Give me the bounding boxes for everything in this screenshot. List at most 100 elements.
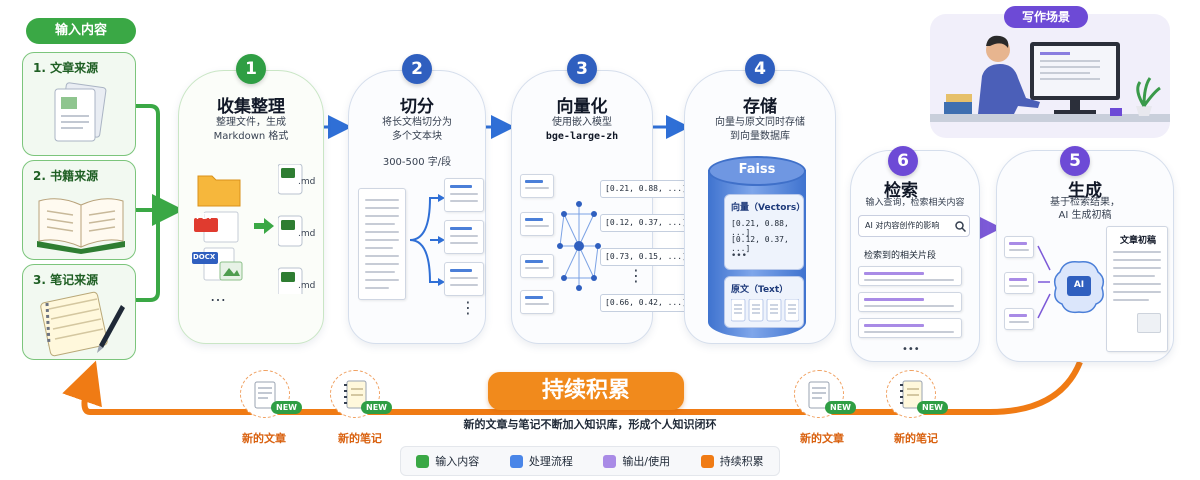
step-desc-line1: 向量与原文同时存储 <box>715 117 805 128</box>
vectors-store-box: 向量（Vectors） [0.21, 0.88, ...] [0.12, 0.3… <box>724 194 805 270</box>
query-text: AI 对内容创作的影响 <box>865 221 940 230</box>
text-chunk <box>444 178 484 212</box>
legend-label: 处理流程 <box>528 455 573 468</box>
step-title: 生成 <box>1068 181 1102 201</box>
files-ellipsis: … <box>210 286 228 305</box>
new-article-item: NEW <box>240 370 302 418</box>
chunk-input <box>520 290 554 314</box>
vectors-ellipsis: ⋮ <box>628 266 646 285</box>
step-card-collect <box>178 70 324 344</box>
step-desc-line1: 使用嵌入模型 <box>552 117 612 128</box>
notebook-pen-icon <box>40 291 125 357</box>
ai-chip-label: AI <box>1073 280 1085 290</box>
new-note-item: NEW <box>330 370 392 418</box>
new-badge: NEW <box>917 401 948 414</box>
context-chunk <box>1004 308 1034 330</box>
legend-swatch <box>603 454 617 468</box>
context-chunk <box>1004 272 1034 294</box>
search-icon[interactable] <box>955 221 966 232</box>
article-draft-document[interactable]: 文章初稿 <box>1106 226 1168 352</box>
legend: 输入内容 处理流程 输出/使用 持续积累 <box>400 446 780 476</box>
input-header: 输入内容 <box>26 18 136 44</box>
accumulation-banner: 持续积累 <box>488 372 684 410</box>
chunk-input <box>520 212 554 236</box>
pdf-label: PDF <box>196 212 214 221</box>
step-desc-line2: Markdown 格式 <box>213 131 289 142</box>
new-article-item: NEW <box>794 370 856 418</box>
loop-item-label: 新的笔记 <box>894 432 938 445</box>
step-number-badge: 3 <box>567 54 597 84</box>
source-card-book: 2. 书籍来源 <box>22 160 136 260</box>
source-title: 3. 笔记来源 <box>33 273 99 287</box>
step-title: 检索 <box>884 181 918 201</box>
step-number-badge: 6 <box>888 146 918 176</box>
retrieved-chunk[interactable] <box>858 292 962 312</box>
legend-label: 持续积累 <box>719 455 764 468</box>
stored-vector: [0.12, 0.37, ...] <box>731 235 789 253</box>
stored-ellipsis: ••• <box>731 251 747 261</box>
new-badge: NEW <box>271 401 302 414</box>
query-search-box[interactable]: AI 对内容创作的影响 <box>858 215 970 237</box>
draft-image-placeholder <box>1137 313 1161 333</box>
retrieved-chunk[interactable] <box>858 318 962 338</box>
vector-output: [0.73, 0.15, ...] <box>600 248 692 266</box>
context-arrows <box>1037 245 1051 319</box>
text-chunk <box>444 262 484 296</box>
open-book-icon <box>37 198 125 254</box>
chunks-ellipsis: ⋮ <box>460 298 478 317</box>
source-merge-line-1 <box>135 104 160 198</box>
step-desc-line1: 输入查询，检索相关内容 <box>865 198 965 208</box>
new-note-item: NEW <box>886 370 948 418</box>
draft-title: 文章初稿 <box>1119 236 1156 246</box>
results-ellipsis: ••• <box>902 344 920 355</box>
step-title: 向量化 <box>556 97 608 117</box>
source-title: 1. 文章来源 <box>33 61 99 75</box>
chunk-input <box>520 174 554 198</box>
vector-output: [0.66, 0.42, ...] <box>600 294 692 312</box>
ai-brain-icon <box>1053 260 1105 314</box>
loop-item-label: 新的笔记 <box>338 432 382 445</box>
step-title: 切分 <box>400 97 434 117</box>
legend-swatch <box>416 454 430 468</box>
text-store-box: 原文（Text） <box>724 276 804 328</box>
step-desc-line2: 到向量数据库 <box>730 131 790 142</box>
step-desc-line2: 多个文本块 <box>392 131 442 142</box>
legend-swatch <box>509 454 523 468</box>
step-desc-line2: AI 生成初稿 <box>1058 210 1112 221</box>
step-desc-line1: 基于检索结果， <box>1050 197 1120 208</box>
legend-item-process: 处理流程 <box>509 453 573 469</box>
legend-label: 输入内容 <box>435 455 480 468</box>
text-store-title: 原文（Text） <box>731 285 789 295</box>
vector-output: [0.12, 0.37, ...] <box>600 214 692 232</box>
split-fan-arrows <box>409 194 445 286</box>
embedding-model-name: bge-large-zh <box>545 131 619 142</box>
legend-item-output: 输出/使用 <box>603 453 670 469</box>
vector-output: [0.21, 0.88, ...] <box>600 180 692 198</box>
step-number-badge: 2 <box>402 54 432 84</box>
retrieved-chunk[interactable] <box>858 266 962 286</box>
chunk-size-label: 300-500 字/段 <box>382 157 452 168</box>
new-article-icon <box>254 381 276 409</box>
source-merge-line-3 <box>135 222 160 302</box>
text-chunk <box>444 220 484 254</box>
md-ext-label: .md <box>298 281 316 291</box>
source-card-article: 1. 文章来源 <box>22 52 136 156</box>
stored-vector: [0.21, 0.88, ...] <box>731 219 789 237</box>
step-desc-line1: 整理文件，生成 <box>216 117 286 128</box>
new-badge: NEW <box>361 401 392 414</box>
legend-item-accumulate: 持续积累 <box>700 453 764 469</box>
accumulation-subtitle: 新的文章与笔记不断加入知识库，形成个人知识闭环 <box>463 418 717 431</box>
loop-item-label: 新的文章 <box>242 432 286 445</box>
legend-label: 输出/使用 <box>622 455 671 468</box>
convert-arrow-icon <box>254 218 274 234</box>
step-desc-line1: 将长文档切分为 <box>382 117 452 128</box>
new-article-icon <box>808 381 830 409</box>
results-label: 检索到的相关片段 <box>864 251 937 261</box>
writer-at-desk-illustration <box>930 35 1170 122</box>
md-ext-label: .md <box>298 229 316 239</box>
faiss-cylinder-top <box>708 156 806 186</box>
new-note-icon <box>900 380 923 409</box>
new-badge: NEW <box>825 401 856 414</box>
legend-item-input: 输入内容 <box>416 453 479 469</box>
long-document-icon <box>358 188 406 300</box>
